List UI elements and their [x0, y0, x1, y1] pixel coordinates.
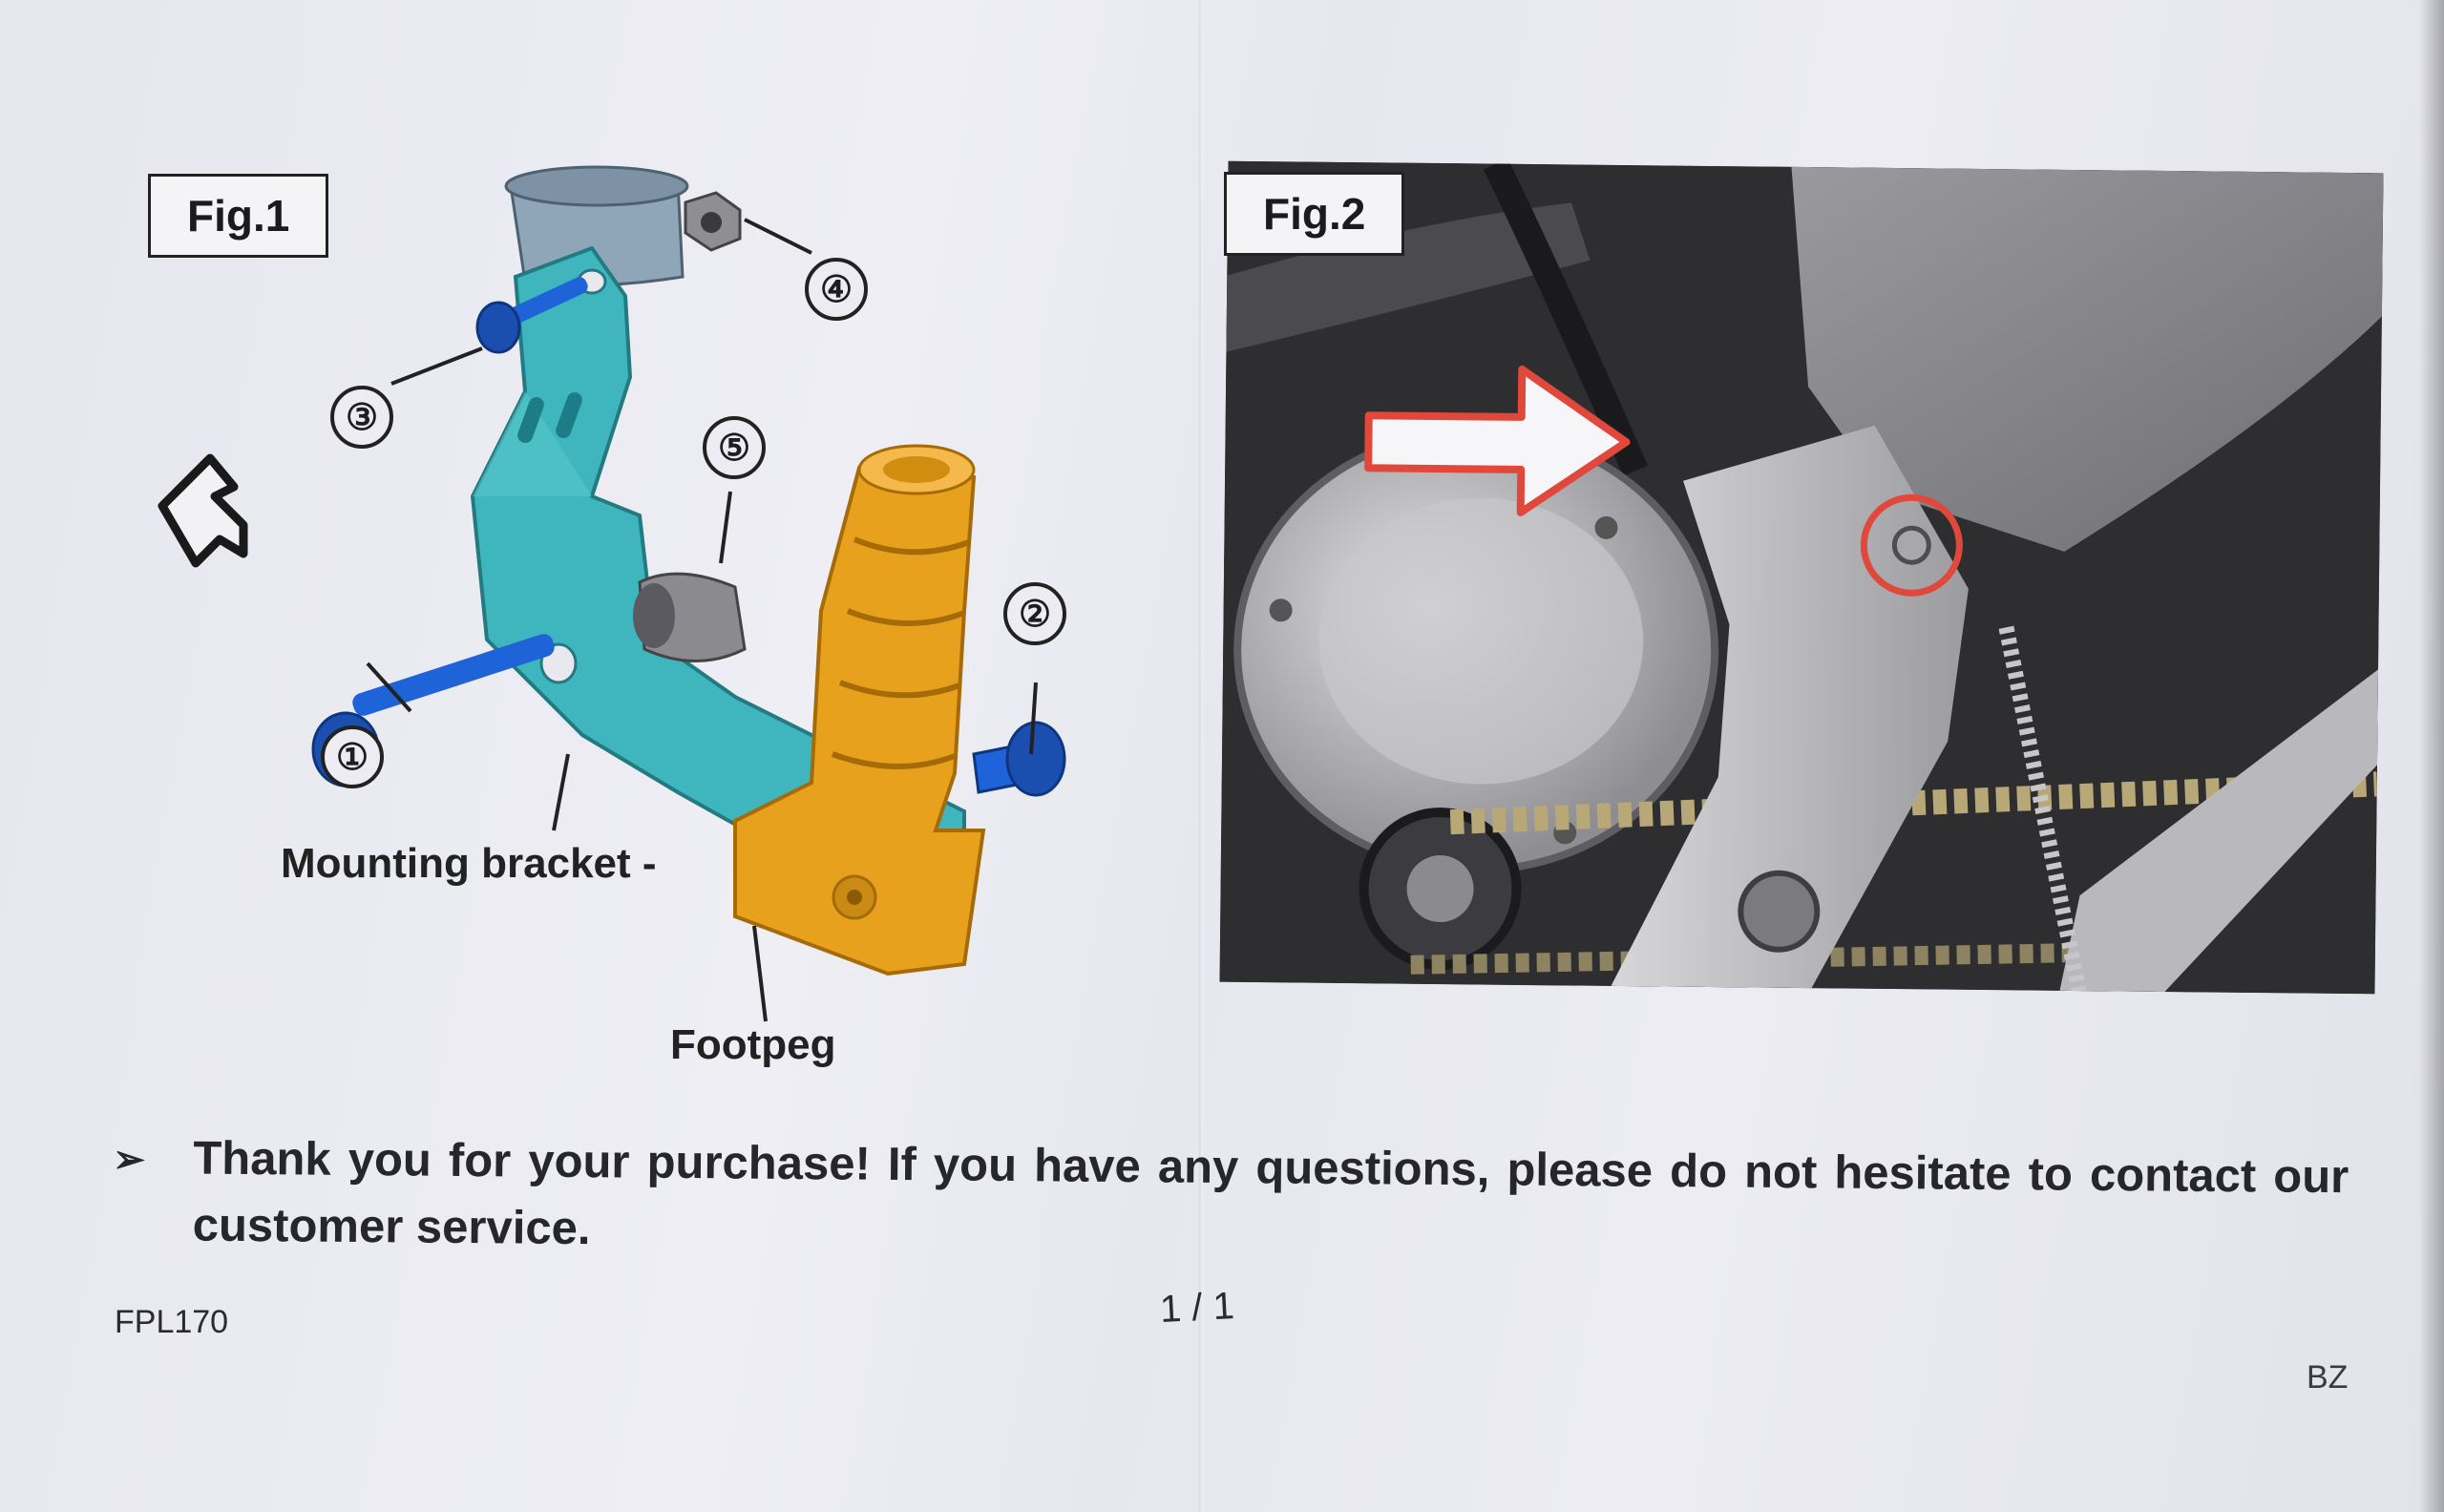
footpeg-label: Footpeg — [670, 1021, 836, 1068]
fig1-exploded-diagram: ① ② ③ ④ ⑤ Mounting bracket - Footpeg — [143, 162, 1107, 1098]
fig1-drawing — [158, 165, 1066, 1022]
bullet-arrow-icon: ➢ — [113, 1138, 146, 1182]
fig2-motorcycle-photo — [1219, 160, 2384, 995]
paper-edge-shadow — [2419, 0, 2444, 1512]
fig1-label: Fig.1 — [148, 174, 329, 258]
footpeg — [733, 444, 986, 1022]
callout-3: ③ — [330, 386, 393, 449]
rotate-arrow-icon — [158, 453, 248, 568]
callout-2: ② — [1003, 582, 1066, 645]
nut-4 — [684, 191, 812, 255]
mounting-bracket-label: Mounting bracket - — [281, 840, 657, 887]
spacer-5 — [633, 491, 747, 662]
fig2-label: Fig.2 — [1224, 172, 1405, 256]
handlebar-clamp — [504, 165, 689, 287]
callout-5: ⑤ — [703, 416, 766, 479]
thank-you-message: ➢ Thank you for your purchase! If you ha… — [113, 1124, 2349, 1277]
author-initials: BZ — [2307, 1359, 2349, 1396]
thank-you-text: Thank you for your purchase! If you have… — [192, 1132, 2349, 1255]
bolt-2 — [972, 682, 1066, 797]
callout-4: ④ — [805, 258, 868, 321]
bolt-3 — [390, 277, 588, 386]
bracket-leader-line — [552, 753, 570, 831]
arrow-right-icon — [1364, 365, 1631, 516]
paper-fold — [1198, 0, 1204, 1512]
callout-1: ① — [321, 725, 384, 788]
page-number: 1 / 1 — [1158, 1284, 1235, 1332]
product-code: FPL170 — [115, 1304, 229, 1340]
fig2-drawing — [1219, 160, 2384, 995]
